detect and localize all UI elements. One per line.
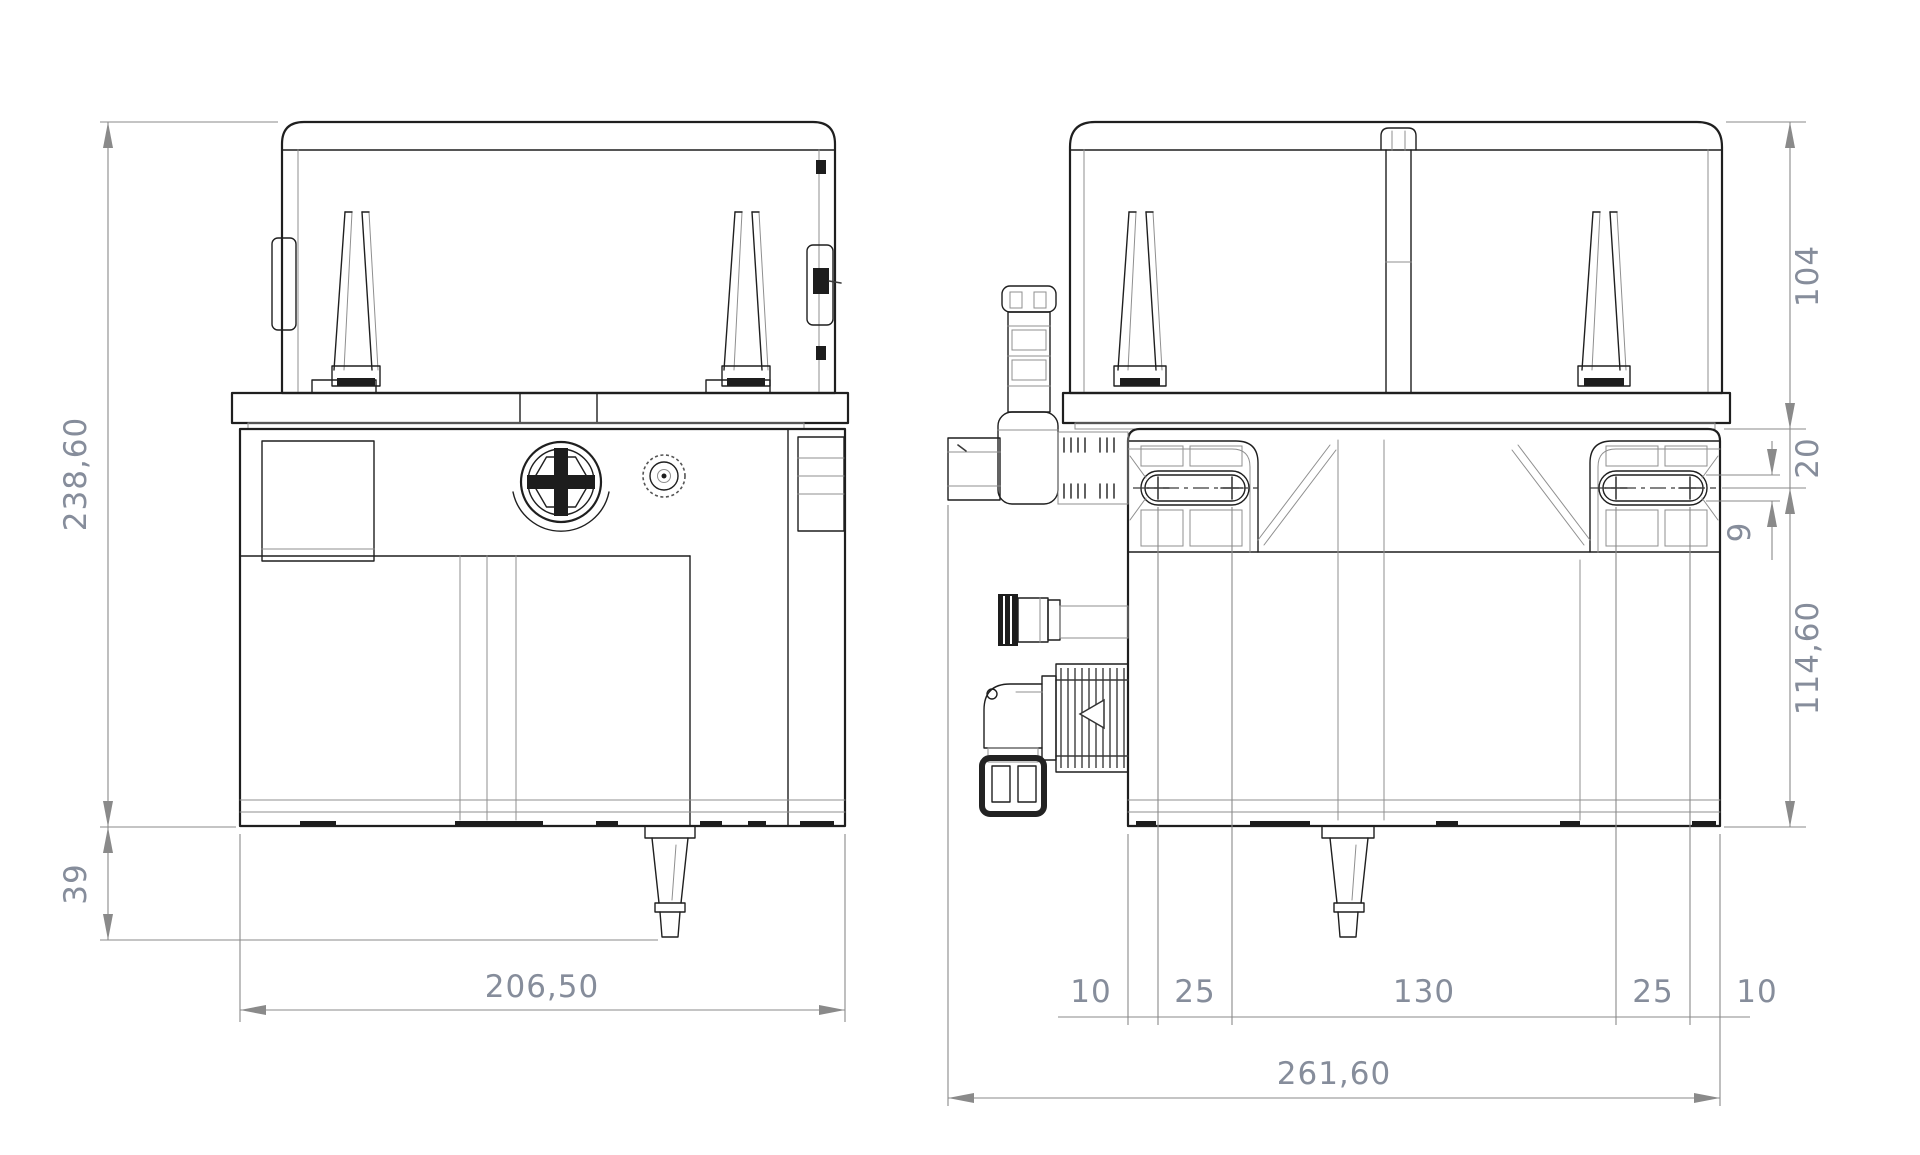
dim-label-reservoir-height: 104	[1790, 245, 1826, 307]
dim-label-chain-4: 25	[1632, 974, 1673, 1010]
dim-slot-height: 9	[1706, 441, 1780, 560]
threaded-adapter	[1057, 431, 1129, 505]
dim-front-outlet-projection: 39	[58, 827, 658, 941]
breather-valve	[997, 285, 1059, 505]
mounting-flange-side	[1061, 391, 1732, 430]
reservoir-side	[1068, 120, 1724, 395]
reservoir-clip-right	[806, 244, 834, 326]
base-contact-marks-side	[1136, 821, 1716, 826]
mounting-bracket-left	[1127, 440, 1337, 553]
dim-label-outlet-projection: 39	[58, 863, 94, 904]
dim-label-chain-5: 10	[1736, 974, 1777, 1010]
dim-side-total-width: 261,60	[947, 505, 1720, 1106]
inlet-hex-fitting	[947, 437, 1001, 501]
dim-label-chain-3: 130	[1393, 974, 1455, 1010]
dim-label-slot-height: 9	[1722, 522, 1758, 543]
dim-side-vertical-chain: 104 20 114,60	[1722, 121, 1826, 828]
reservoir-center-post	[1380, 127, 1417, 394]
base-contact-marks-front	[300, 821, 834, 826]
dim-label-total-width-front: 206,50	[485, 969, 599, 1005]
dim-side-bottom-chain: 10 25 130 25 10	[1058, 507, 1777, 1106]
side-view: 104 20 114,60 9 10 25 130 25 10	[947, 120, 1826, 1106]
grease-nipple	[642, 454, 686, 498]
fill-plug	[512, 440, 610, 532]
mounting-flange-front	[230, 379, 850, 430]
pump-body-front	[238, 427, 847, 828]
cable-gland-connector	[979, 663, 1129, 817]
suction-tubes-front	[331, 211, 771, 387]
dim-label-chain-2: 25	[1174, 974, 1215, 1010]
dim-label-chain-1: 10	[1070, 974, 1111, 1010]
reservoir-front	[271, 120, 842, 395]
dim-front-total-width: 206,50	[239, 834, 846, 1022]
dim-label-total-width-side: 261,60	[1277, 1056, 1391, 1092]
body-inset-panel	[261, 440, 375, 562]
dim-label-body-height: 114,60	[1790, 601, 1826, 715]
front-view: 238,60 39 206,50	[58, 120, 850, 1022]
side-coupling-block	[797, 436, 845, 532]
outlet-spout-front	[644, 825, 696, 938]
dim-label-total-height: 238,60	[58, 417, 94, 531]
dim-label-flange-to-slot: 20	[1790, 437, 1826, 478]
m12-connector	[998, 594, 1129, 646]
suction-tubes-side	[1113, 211, 1631, 387]
reservoir-clip-left	[271, 237, 297, 331]
outlet-spout-side	[1321, 825, 1375, 938]
mounting-bracket-right	[1511, 440, 1721, 553]
dim-front-total-height: 238,60	[58, 121, 278, 940]
